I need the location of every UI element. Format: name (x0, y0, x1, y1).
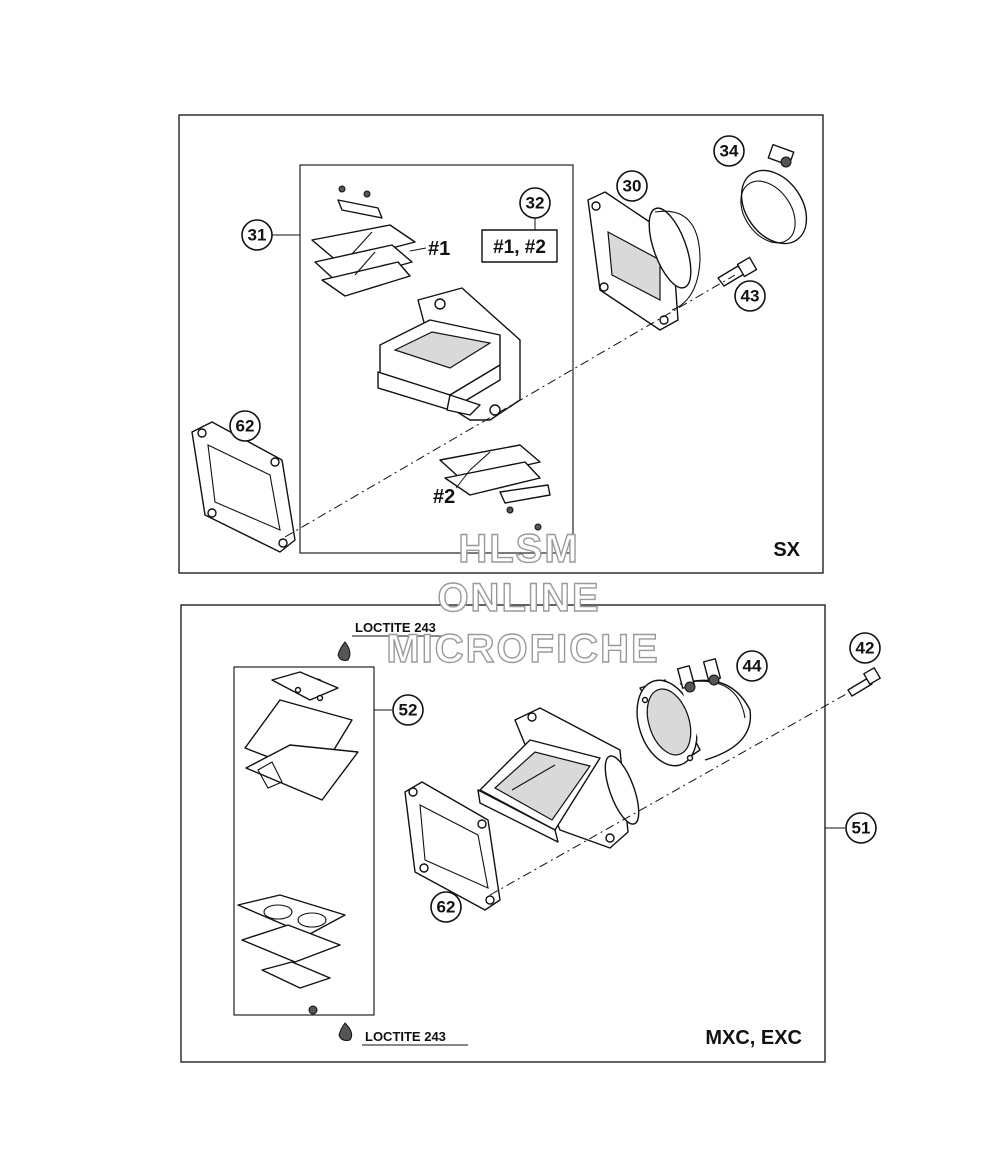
svg-text:43: 43 (741, 287, 760, 306)
svg-text:31: 31 (248, 226, 267, 245)
watermark-line-2: ONLINE (437, 576, 600, 620)
callout-34: 34 (713, 135, 745, 167)
label-reed-1: #1 (428, 238, 450, 260)
reed-valve-body (377, 287, 521, 421)
watermark-line-3: MICROFICHE (386, 627, 659, 671)
variant-label-sx: SX (773, 539, 800, 561)
panel-sx-frame (178, 114, 824, 574)
watermark-line-1: HLSM (458, 527, 579, 571)
reed-petals-2 (439, 444, 551, 504)
loctite-drop-top (337, 641, 351, 661)
svg-text:42: 42 (856, 639, 875, 658)
panel-mxc-exc: LOCTITE 243 LOCTITE 243 (180, 604, 881, 1063)
label-kit: #1, #2 (493, 237, 546, 258)
svg-text:34: 34 (720, 142, 739, 161)
assembly-axis-sx (284, 274, 736, 538)
reed-screws-top (338, 185, 371, 198)
callout-30: 30 (616, 170, 648, 202)
hose-clamp (740, 143, 808, 245)
callout-51: 51 (845, 812, 877, 844)
svg-text:52: 52 (399, 701, 418, 720)
reed-parts-group-frame (233, 666, 375, 1016)
callout-31: 31 (241, 219, 273, 251)
leader-reed-2 (455, 469, 471, 489)
reed-petals-1 (311, 224, 416, 297)
leader-reed-1 (409, 247, 427, 252)
callout-43: 43 (734, 280, 766, 312)
reed-stopper-plate-top (337, 199, 383, 219)
reed-screws-bottom (506, 506, 542, 531)
svg-text:62: 62 (236, 417, 255, 436)
gasket-sx (191, 421, 296, 553)
reed-stack-bottom (237, 894, 346, 989)
svg-text:62: 62 (437, 898, 456, 917)
reed-screw-bottom-mxc (308, 1005, 318, 1015)
bolt-42 (847, 667, 881, 697)
kit-box (481, 229, 558, 263)
loctite-drop-bottom (338, 1022, 353, 1041)
boot-clamp-screws (676, 658, 722, 693)
callout-42: 42 (849, 632, 881, 664)
svg-text:30: 30 (623, 177, 642, 196)
panel-mxc-frame (180, 604, 826, 1063)
reed-stack-top (244, 671, 359, 801)
reed-valve-group-frame (299, 164, 574, 554)
intake-boot (636, 679, 752, 767)
callout-52: 52 (392, 694, 424, 726)
label-reed-2: #2 (433, 486, 455, 508)
svg-text:32: 32 (526, 194, 545, 213)
panel-sx: #1 #2 31 (178, 114, 824, 574)
intake-flange (587, 191, 701, 331)
loctite-label-top: LOCTITE 243 (355, 620, 436, 635)
watermark: HLSM ONLINE MICROFICHE (386, 526, 659, 671)
svg-text:51: 51 (852, 819, 871, 838)
variant-label-mxc: MXC, EXC (705, 1027, 802, 1049)
callout-32: 32 (519, 187, 551, 219)
reed-valve-body-mxc (477, 707, 640, 849)
callout-62-mxc: 62 (430, 891, 462, 923)
gasket-mxc (404, 781, 501, 911)
assembly-axis-mxc (489, 692, 849, 896)
loctite-label-bottom: LOCTITE 243 (365, 1029, 446, 1044)
svg-text:44: 44 (743, 657, 762, 676)
callout-44: 44 (736, 650, 768, 682)
callout-62-sx: 62 (229, 410, 261, 442)
